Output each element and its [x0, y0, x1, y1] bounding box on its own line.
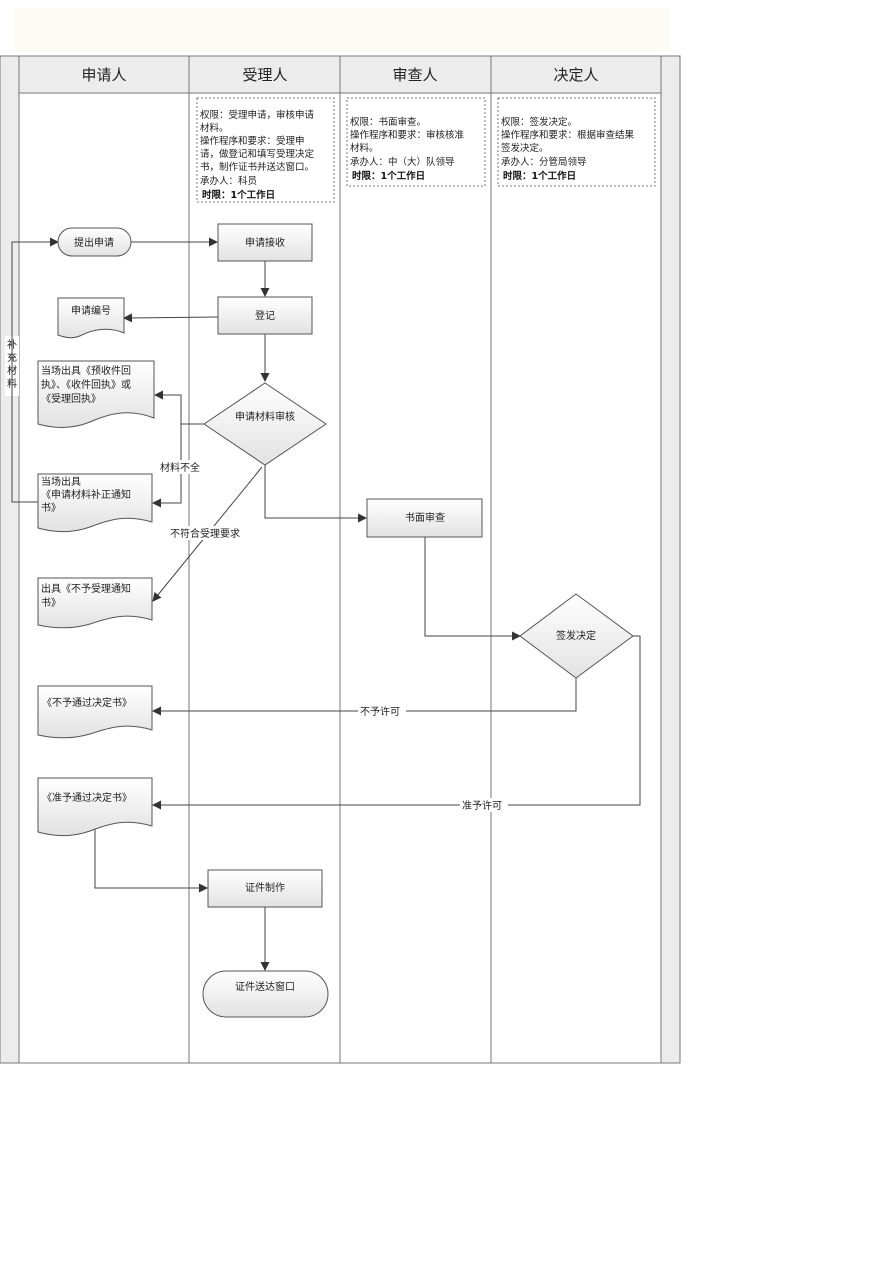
edge-review-written	[264, 465, 367, 523]
note-line: 承办人：科员	[200, 175, 257, 187]
note-line: 时限：1个工作日	[202, 189, 275, 201]
note-line: 承办人：分管局领导	[501, 156, 587, 168]
node-label: 申请编号	[71, 304, 111, 317]
note-line: 材料。	[350, 142, 379, 154]
node-written-review: 书面审查	[366, 498, 483, 538]
edge-written-sign	[424, 537, 521, 641]
note-line: 操作程序和要求：根据审查结果	[501, 129, 635, 141]
node-deliver: 证件送达窗口	[202, 970, 329, 1018]
note-line: 操作程序和要求：审核核准	[350, 129, 465, 141]
node-reject-notice: 出具《不予受理通知 书》	[37, 577, 153, 629]
note-line: 权限：书面审查。	[350, 116, 426, 128]
edge-review-receipt	[154, 390, 204, 425]
edge-review-supplement	[152, 424, 182, 508]
note-decider: 权限：签发决定。 操作程序和要求：根据审查结果 签发决定。 承办人：分管局领导 …	[497, 97, 656, 187]
edge-sign-deny	[152, 678, 577, 716]
connectors	[11, 237, 641, 971]
note-line: 时限：1个工作日	[503, 170, 576, 182]
node-label: 书》	[41, 502, 61, 514]
edge-label-not-qualified: 不符合受理要求	[170, 527, 240, 540]
node-label: 《受理回执》	[41, 392, 101, 405]
edge-label-incomplete: 材料不全	[160, 461, 200, 474]
node-label: 申请接收	[245, 236, 285, 249]
note-line: 权限：签发决定。	[501, 116, 577, 128]
node-submit: 提出申请	[57, 227, 132, 257]
edge-label-deny: 不予许可	[360, 706, 400, 718]
node-label: 申请材料审核	[235, 410, 295, 423]
node-sign-decision: 签发决定	[519, 593, 634, 679]
node-label: 证件送达窗口	[235, 980, 295, 993]
node-label: 书》	[41, 597, 61, 609]
node-register: 登记	[217, 296, 313, 335]
note-line: 权限：受理申请，审核申请	[200, 109, 315, 121]
node-receive: 申请接收	[217, 223, 313, 262]
note-receiver: 权限：受理申请，审核申请 材料。 操作程序和要求：受理申 请，做登记和填写受理决…	[196, 97, 335, 203]
node-label: 书面审查	[405, 511, 445, 524]
edge-sign-approve	[152, 635, 641, 810]
edge-supplement-submit	[11, 237, 59, 503]
node-label: 当场出具	[41, 475, 81, 488]
note-line: 时限：1个工作日	[352, 170, 425, 182]
note-line: 书，制作证书并送达窗口。	[200, 161, 314, 173]
node-supplement-notice: 当场出具 《申请材料补正通知 书》	[37, 473, 153, 533]
lane-header-receiver: 受理人	[242, 66, 287, 84]
node-label: 登记	[255, 309, 275, 322]
top-band	[14, 8, 670, 52]
lane-header-applicant: 申请人	[81, 66, 126, 84]
node-label: 执》、《收件回执》或	[41, 378, 131, 391]
lane-header-decider: 决定人	[553, 66, 598, 84]
node-review-material: 申请材料审核	[203, 382, 327, 466]
note-line: 请，做登记和填写受理决定	[200, 148, 315, 160]
node-label: 当场出具《预收件回	[41, 364, 131, 377]
edge-label-approve: 准予许可	[462, 800, 502, 812]
node-label: 提出申请	[74, 236, 114, 249]
note-line: 承办人：中（大）队领导	[350, 156, 455, 168]
node-app-no: 申请编号	[57, 297, 125, 339]
node-label: 证件制作	[245, 881, 285, 894]
node-receipt: 当场出具《预收件回 执》、《收件回执》或 《受理回执》	[37, 360, 155, 428]
note-line: 操作程序和要求：受理申	[200, 135, 305, 147]
note-reviewer: 权限：书面审查。 操作程序和要求：审核核准 材料。 承办人：中（大）队领导 时限…	[346, 97, 486, 187]
node-label: 《准予通过决定书》	[42, 791, 132, 804]
node-make-cert: 证件制作	[207, 869, 323, 908]
note-line: 签发决定。	[501, 142, 549, 154]
note-line: 材料。	[200, 122, 229, 134]
node-label: 《申请材料补正通知	[41, 488, 131, 501]
lane-header-reviewer: 审查人	[392, 66, 437, 84]
node-approve-decision: 《准予通过决定书》	[37, 777, 153, 837]
swimlane-frame	[0, 55, 681, 1064]
node-label: 出具《不予受理通知	[41, 582, 131, 595]
node-deny-decision: 《不予通过决定书》	[37, 685, 153, 739]
node-label: 《不予通过决定书》	[42, 696, 132, 709]
edge-register-appno	[123, 313, 219, 323]
edge-approve-cert	[94, 827, 208, 893]
node-label: 签发决定	[556, 629, 596, 642]
